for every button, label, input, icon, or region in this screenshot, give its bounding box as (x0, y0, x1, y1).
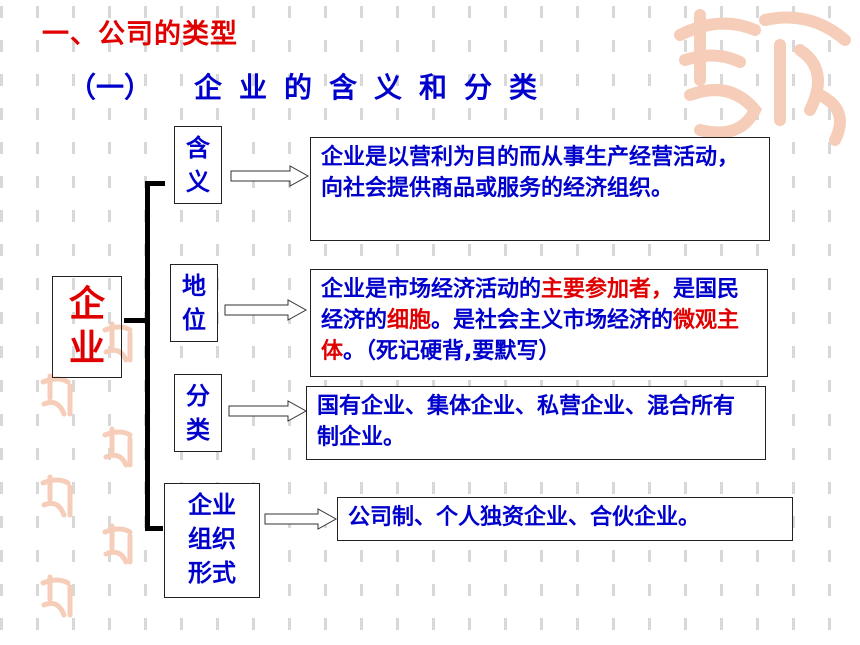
brace-bottom-tick (145, 526, 163, 531)
auspicious-seal-icon (40, 574, 73, 618)
label-line: 形式 (188, 559, 236, 587)
hollow-right-arrow-icon (224, 299, 308, 321)
desc-text: 企业是市场经济活动的 (321, 277, 542, 302)
label-line: 企业 (188, 491, 236, 519)
desc-highlight: 主要参加者， (541, 277, 674, 302)
desc-text: 企业是以营利为目的而从事生产经营活动，向社会提供商品或服务的经济组织。 (321, 145, 740, 201)
label-line: 位 (182, 306, 206, 334)
desc-text: 公司制、个人独资企业、合伙企业。 (348, 505, 701, 530)
brace-stem (145, 182, 150, 530)
desc-highlight: 微观主体 (321, 308, 740, 364)
hollow-right-arrow-icon (230, 165, 310, 187)
subsection-number: （一） (68, 71, 153, 104)
label-box-org-form: 企业 组织 形式 (164, 483, 260, 598)
auspicious-seal-icon (674, 9, 851, 146)
auspicious-seal-icon (102, 321, 133, 363)
subsection-title: （一） 企业的含义和分类 (68, 66, 554, 106)
auspicious-seal-icon (40, 474, 73, 518)
hollow-right-arrow-icon (228, 400, 308, 422)
auspicious-seal-icon (102, 426, 133, 468)
hollow-right-arrow-icon (264, 508, 338, 530)
label-line: 类 (186, 416, 210, 444)
desc-box-meaning: 企业是以营利为目的而从事生产经营活动，向社会提供商品或服务的经济组织。 (310, 137, 770, 241)
root-node-line1: 企 (68, 284, 105, 325)
desc-box-status: 企业是市场经济活动的主要参加者，是国民经济的细胞。是社会主义市场经济的微观主体。… (310, 269, 768, 377)
label-box-meaning: 含 义 (174, 126, 222, 204)
auspicious-seal-icon (40, 373, 73, 417)
brace-top-tick (145, 181, 165, 186)
desc-box-classification: 国有企业、集体企业、私营企业、混合所有制企业。 (306, 386, 766, 460)
root-node-line2: 业 (68, 328, 105, 369)
desc-text: 国有企业、集体企业、私营企业、混合所有制企业。 (317, 394, 736, 450)
brace-middle-tick (124, 318, 147, 323)
label-box-classification: 分 类 (174, 374, 222, 452)
label-line: 义 (186, 168, 210, 196)
subsection-text: 企业的含义和分类 (194, 71, 555, 104)
label-line: 分 (186, 382, 210, 410)
label-line: 含 (186, 134, 210, 162)
section-title: 一、公司的类型 (42, 19, 238, 50)
desc-text: 是国民经济的 (321, 277, 740, 333)
root-node-enterprise: 企 业 (52, 276, 122, 378)
desc-highlight: 细胞 (387, 308, 432, 333)
label-box-status: 地 位 (170, 264, 218, 342)
label-line: 组织 (188, 525, 236, 553)
desc-text: 。（死记硬背,要默写） (343, 339, 561, 364)
desc-text: 。是社会主义市场经济的 (431, 308, 674, 333)
auspicious-seal-icon (102, 523, 133, 565)
label-line: 地 (182, 272, 206, 300)
desc-box-org-form: 公司制、个人独资企业、合伙企业。 (337, 497, 793, 541)
